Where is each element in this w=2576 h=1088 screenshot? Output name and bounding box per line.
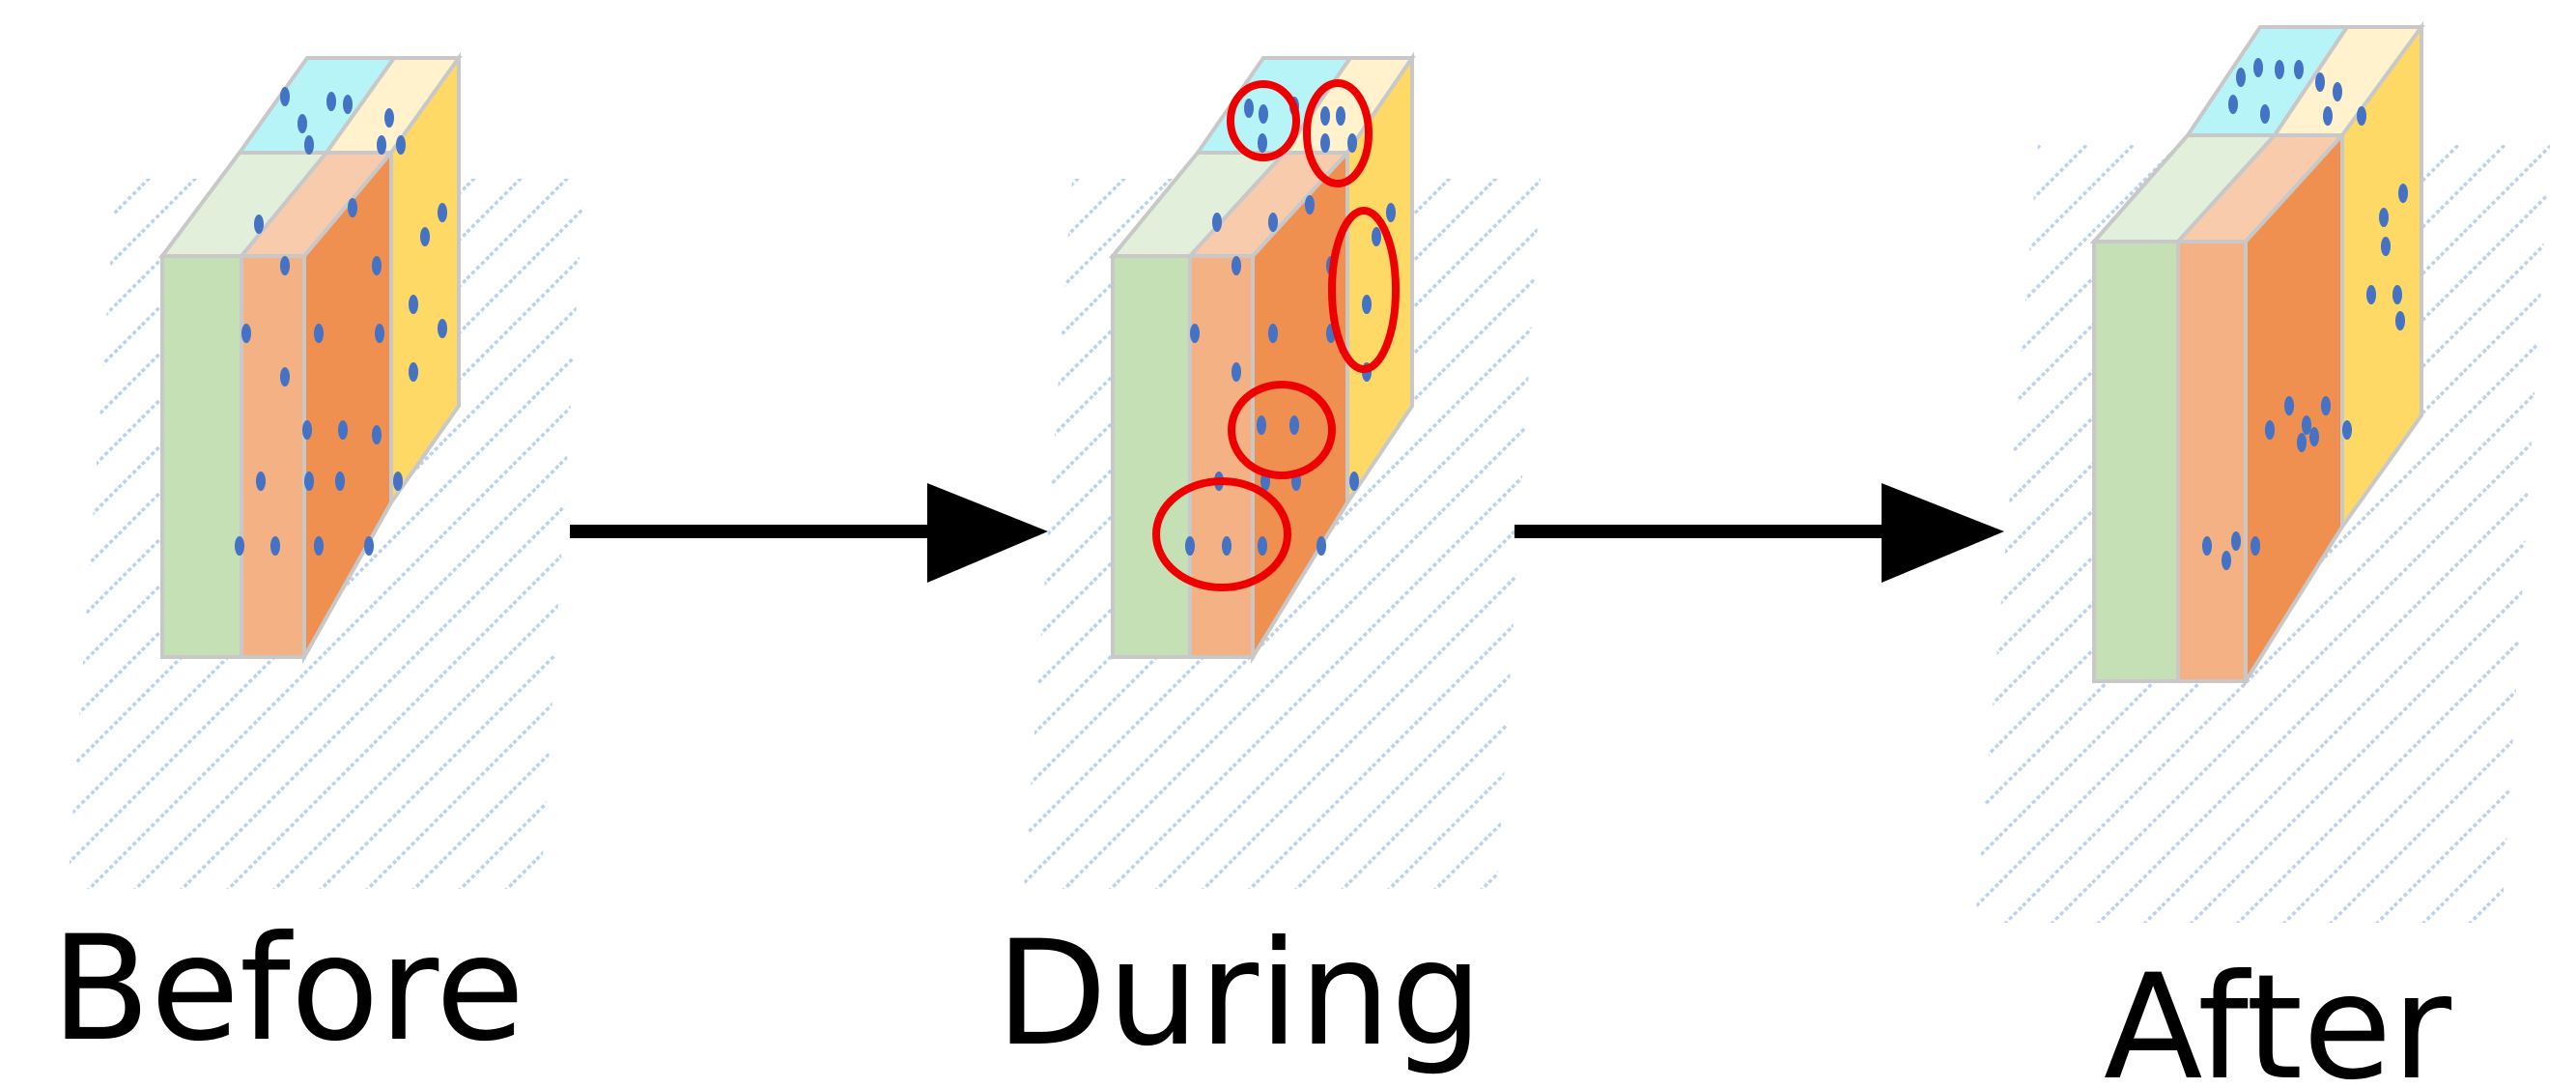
highlight-rings-during <box>1152 79 1400 591</box>
stage-during: During <box>996 51 1541 1078</box>
highlight-ring <box>1303 79 1373 187</box>
highlight-ring <box>1152 477 1291 591</box>
arrow-before-to-during <box>570 483 1048 583</box>
dots-during <box>1185 97 1396 556</box>
highlight-ring <box>1328 207 1400 373</box>
layer-stack-during <box>1108 51 1416 665</box>
dots-after <box>2202 58 2408 570</box>
layer-stack-after <box>2089 20 2425 688</box>
stage-label-during: During <box>996 910 1483 1078</box>
arrow-during-to-after <box>1514 483 2004 583</box>
stage-after: After <box>1975 20 2550 1088</box>
stage-label-before: Before <box>51 905 524 1074</box>
highlight-ring <box>1227 80 1300 161</box>
stage-before: Before <box>51 51 584 1074</box>
stage-label-after: After <box>2104 944 2452 1088</box>
dots-before <box>235 87 447 556</box>
layer-stack-before <box>158 51 463 665</box>
highlight-ring <box>1228 381 1336 479</box>
